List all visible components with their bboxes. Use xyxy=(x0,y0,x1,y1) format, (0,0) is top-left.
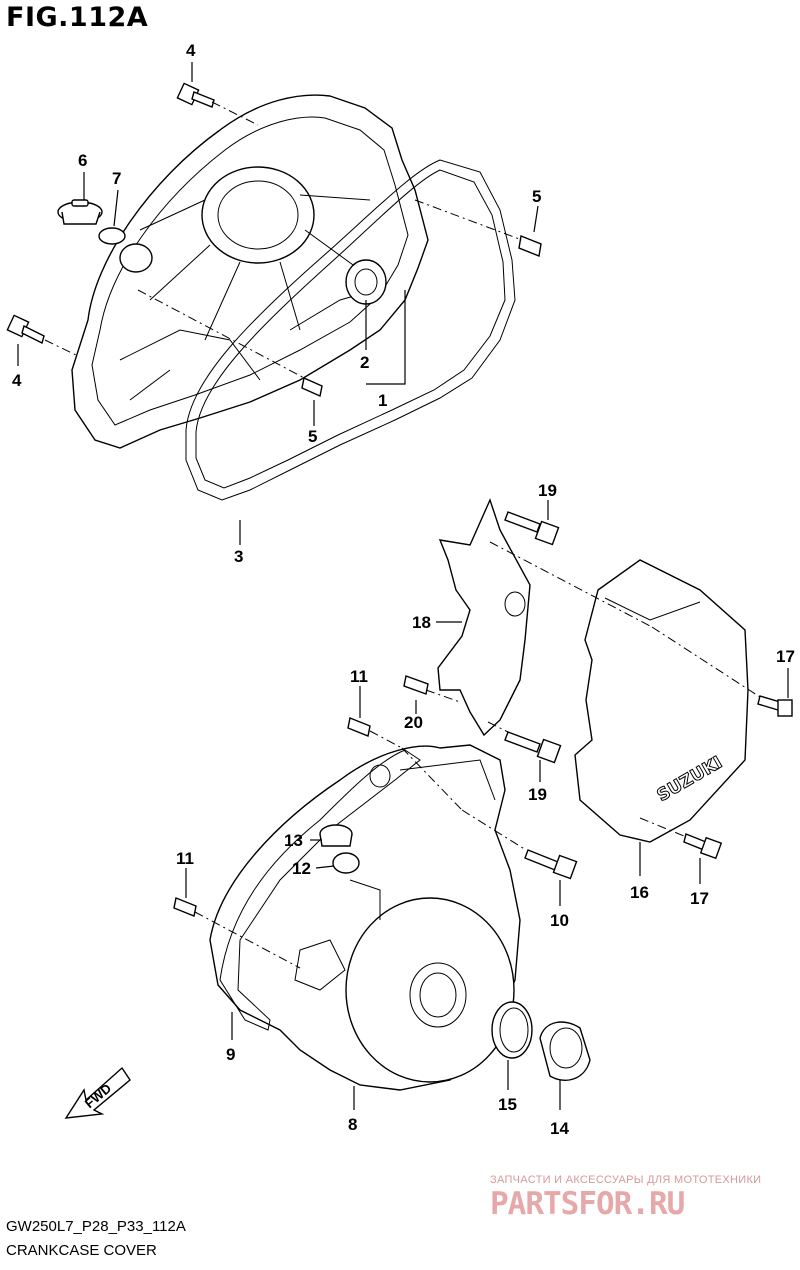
callout-17-right: 17 xyxy=(776,647,795,666)
callout-1: 1 xyxy=(378,391,387,410)
watermark-tagline: ЗАПЧАСТИ И АКСЕССУАРЫ ДЛЯ МОТОТЕХНИКИ xyxy=(490,1174,762,1186)
callout-numbers: 4 6 7 5 4 2 1 5 3 19 18 17 11 20 19 13 1… xyxy=(12,41,795,1138)
callout-6: 6 xyxy=(78,151,87,170)
callout-7: 7 xyxy=(112,169,121,188)
cap-14 xyxy=(539,1021,591,1081)
engine-sprocket-cover-16 xyxy=(574,559,749,843)
clutch-cover xyxy=(71,94,429,449)
callout-17-bottom: 17 xyxy=(690,889,709,908)
bolt-4-left xyxy=(6,314,45,345)
forward-direction-arrow: FWD xyxy=(64,1066,131,1119)
bolt-10 xyxy=(524,849,578,880)
callout-10: 10 xyxy=(550,911,569,930)
dowel-pin-11-top xyxy=(347,717,371,737)
o-ring-7 xyxy=(98,227,126,245)
o-ring-15 xyxy=(491,1001,533,1059)
watermark-logo: PARTSFOR.RU xyxy=(490,1186,685,1222)
callout-14: 14 xyxy=(550,1119,569,1138)
callout-18: 18 xyxy=(412,613,431,632)
magneto-cover-8 xyxy=(209,744,521,1091)
dowel-pin-11-lower xyxy=(173,897,197,917)
leader-lines xyxy=(17,62,789,1110)
bolt-17-bottom xyxy=(683,833,723,860)
dowel-pin-5-right xyxy=(518,235,542,257)
figure-title: FIG.112A xyxy=(6,2,149,33)
o-ring-12 xyxy=(332,852,360,874)
callout-16: 16 xyxy=(630,883,649,902)
callout-8: 8 xyxy=(348,1115,357,1134)
callout-4-left: 4 xyxy=(12,371,22,390)
dowel-pin-20 xyxy=(403,675,429,695)
plug-13 xyxy=(319,824,353,847)
clutch-cover-gasket xyxy=(185,159,516,501)
clutch-cover-gasket-inner xyxy=(195,169,506,489)
bolt-19-bottom xyxy=(504,731,562,764)
callout-4-top: 4 xyxy=(186,41,196,60)
bracket-18 xyxy=(437,498,531,737)
bolt-4-top xyxy=(176,82,215,108)
callout-11-lower: 11 xyxy=(176,849,194,868)
callout-11-top: 11 xyxy=(350,667,368,686)
callout-15: 15 xyxy=(498,1095,517,1114)
callout-5-right: 5 xyxy=(532,187,541,206)
dowel-pin-5-center xyxy=(301,377,323,397)
bolt-17-right xyxy=(757,695,793,717)
callout-2: 2 xyxy=(360,353,369,372)
callout-3: 3 xyxy=(234,547,243,566)
callout-12: 12 xyxy=(292,859,311,878)
footer-diagram-code: GW250L7_P28_P33_112A xyxy=(6,1218,186,1235)
oil-filler-cap-6 xyxy=(57,199,103,225)
alignment-lines xyxy=(44,101,761,969)
callout-19-top: 19 xyxy=(538,481,557,500)
magneto-cover-gasket-9 xyxy=(219,749,421,1031)
callout-9: 9 xyxy=(226,1045,235,1064)
callout-19-bottom: 19 xyxy=(528,785,547,804)
bolt-19-top xyxy=(504,511,560,546)
footer-diagram-name: CRANKCASE COVER xyxy=(6,1242,157,1259)
callout-20: 20 xyxy=(404,713,423,732)
callout-13: 13 xyxy=(284,831,303,850)
callout-5-center: 5 xyxy=(308,427,317,446)
